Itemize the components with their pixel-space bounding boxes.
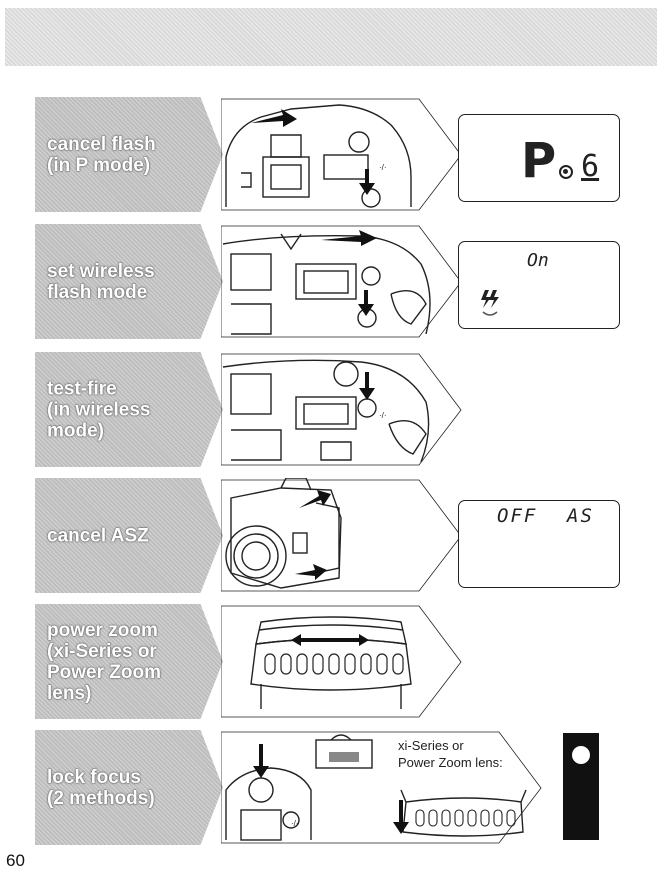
label-arrow: cancel flash (in P mode) xyxy=(35,97,223,212)
row-test-fire: test-fire (in wireless mode) ·/· xyxy=(0,352,662,467)
section-tab xyxy=(563,733,599,840)
page-number: 60 xyxy=(6,851,25,871)
label-arrow: lock focus (2 methods) xyxy=(35,730,223,845)
zoom-lens-illustration xyxy=(221,604,463,719)
spot-icon xyxy=(559,165,573,179)
lcd-mode: P xyxy=(521,133,556,189)
row-cancel-flash: cancel flash (in P mode) ·/· P 6 xyxy=(0,97,662,212)
label-arrow: power zoom (xi-Series or Power Zoom lens… xyxy=(35,604,223,719)
xi-series-note: xi-Series or Power Zoom lens: xyxy=(398,737,503,771)
section-dot-icon xyxy=(572,746,590,764)
lcd-panel: OFF AS xyxy=(458,500,620,588)
lcd-value: 6 xyxy=(581,149,599,184)
lcd-panel: On xyxy=(458,241,620,329)
row-label: cancel flash (in P mode) xyxy=(47,134,203,176)
header-band xyxy=(5,8,657,66)
button-label: ·/· xyxy=(291,819,299,828)
wireless-flash-icon xyxy=(479,288,501,318)
camera-back-illustration xyxy=(221,224,463,339)
button-label: ·/· xyxy=(379,163,387,172)
camera-top-illustration: ·/· xyxy=(221,97,463,212)
row-label: lock focus (2 methods) xyxy=(47,767,203,809)
label-arrow: set wireless flash mode xyxy=(35,224,223,339)
lcd-panel: P 6 xyxy=(458,114,620,202)
row-label: power zoom (xi-Series or Power Zoom lens… xyxy=(47,620,203,704)
lcd-on: On xyxy=(527,250,549,271)
button-label: ·/· xyxy=(379,411,387,420)
row-power-zoom: power zoom (xi-Series or Power Zoom lens… xyxy=(0,604,662,719)
row-label: cancel ASZ xyxy=(47,525,203,546)
row-label: set wireless flash mode xyxy=(47,261,203,303)
row-set-wireless: set wireless flash mode On xyxy=(0,224,662,339)
camera-front-illustration xyxy=(221,478,463,593)
row-label: test-fire (in wireless mode) xyxy=(47,378,203,441)
lcd-as: AS xyxy=(567,505,594,527)
camera-back-illustration: ·/· xyxy=(221,352,463,467)
label-arrow: test-fire (in wireless mode) xyxy=(35,352,223,467)
row-cancel-asz: cancel ASZ OFF AS xyxy=(0,478,662,593)
lcd-off: OFF xyxy=(497,505,537,527)
label-arrow: cancel ASZ xyxy=(35,478,223,593)
